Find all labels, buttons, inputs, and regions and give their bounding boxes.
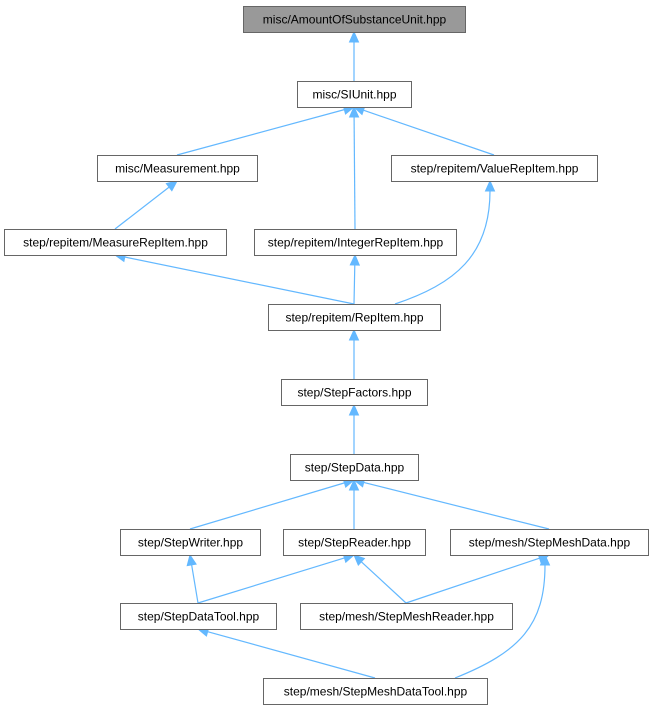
edge-line: [176, 109, 345, 156]
node-stepmeshreader[interactable]: step/mesh/StepMeshReader.hpp: [300, 603, 513, 630]
node-label: step/mesh/StepMeshReader.hpp: [319, 610, 494, 624]
arrowhead-icon: [539, 553, 551, 566]
node-label: step/repitem/RepItem.hpp: [285, 311, 423, 325]
node-stepmeshdatatool[interactable]: step/mesh/StepMeshDataTool.hpp: [263, 678, 488, 705]
edge-stepmeshreader-to-stepmeshdata: [405, 553, 551, 604]
node-measurement[interactable]: misc/Measurement.hpp: [97, 155, 258, 182]
edge-integerrep-to-siunit: [348, 105, 360, 230]
edge-line: [191, 564, 199, 604]
edge-line: [353, 264, 356, 305]
node-label: misc/AmountOfSubstanceUnit.hpp: [263, 13, 447, 27]
edge-repitem-to-integerrep: [349, 253, 361, 305]
edge-stepreader-to-stepdata: [348, 478, 360, 529]
node-stepreader[interactable]: step/StepReader.hpp: [283, 529, 426, 556]
node-measurerep[interactable]: step/repitem/MeasureRepItem.hpp: [4, 229, 227, 256]
node-label: step/StepReader.hpp: [298, 536, 411, 550]
node-box: [283, 529, 426, 556]
node-label: step/repitem/MeasureRepItem.hpp: [23, 236, 208, 250]
edge-line: [405, 557, 540, 604]
node-label: step/mesh/StepMeshData.hpp: [469, 536, 631, 550]
node-siunit[interactable]: misc/SIUnit.hpp: [297, 81, 412, 108]
arrowhead-icon: [348, 403, 360, 416]
edge-line: [363, 109, 495, 156]
node-box: [4, 229, 227, 256]
node-box: [290, 454, 419, 481]
node-label: step/StepDataTool.hpp: [138, 610, 260, 624]
edge-stepmeshdata-to-stepdata: [352, 477, 550, 530]
node-label: misc/Measurement.hpp: [115, 162, 240, 176]
node-integerrep[interactable]: step/repitem/IntegerRepItem.hpp: [254, 229, 457, 256]
node-box: [120, 603, 277, 630]
node-label: step/repitem/ValueRepItem.hpp: [411, 162, 579, 176]
edge-stepwriter-to-stepdata: [189, 477, 356, 530]
edge-stepdatatool-to-stepwriter: [186, 553, 199, 604]
node-label: step/mesh/StepMeshDataTool.hpp: [284, 685, 468, 699]
node-box: [243, 6, 466, 33]
node-box: [300, 603, 513, 630]
node-amount[interactable]: misc/AmountOfSubstanceUnit.hpp: [243, 6, 466, 33]
arrowhead-icon: [348, 328, 360, 341]
edge-line: [124, 256, 355, 305]
node-stepdata[interactable]: step/StepData.hpp: [290, 454, 419, 481]
arrowhead-icon: [165, 180, 178, 192]
edge-line: [189, 482, 345, 530]
node-box: [120, 529, 261, 556]
edge-measurerep-to-measurement: [114, 180, 178, 230]
node-box: [281, 379, 428, 406]
edge-line: [394, 190, 491, 305]
edge-line: [207, 631, 376, 679]
nodes-layer: misc/AmountOfSubstanceUnit.hpp misc/SIUni…: [4, 6, 649, 705]
node-box: [297, 81, 412, 108]
edges-layer: [113, 30, 551, 679]
node-label: step/StepWriter.hpp: [138, 536, 243, 550]
node-stepmeshdata[interactable]: step/mesh/StepMeshData.hpp: [450, 529, 649, 556]
edge-line: [197, 557, 345, 604]
edge-repitem-to-measurerep: [113, 251, 355, 305]
node-box: [263, 678, 488, 705]
edge-stepmeshdatatool-to-stepdatatool: [196, 626, 376, 679]
node-box: [254, 229, 457, 256]
node-repitem[interactable]: step/repitem/RepItem.hpp: [268, 304, 441, 331]
arrowhead-icon: [353, 554, 366, 566]
arrowhead-icon: [186, 553, 197, 567]
arrowhead-icon: [348, 478, 360, 491]
node-stepfactors[interactable]: step/StepFactors.hpp: [281, 379, 428, 406]
edge-line: [114, 186, 170, 230]
edge-line: [363, 481, 550, 530]
edge-valuerep-to-siunit: [352, 105, 495, 156]
node-label: step/repitem/IntegerRepItem.hpp: [268, 236, 444, 250]
arrowhead-icon: [349, 253, 361, 266]
node-stepwriter[interactable]: step/StepWriter.hpp: [120, 529, 261, 556]
node-label: step/StepFactors.hpp: [297, 386, 411, 400]
edge-line: [353, 116, 356, 230]
arrowhead-icon: [348, 30, 360, 43]
edge-measurement-to-siunit: [176, 104, 356, 156]
edge-line: [454, 564, 546, 679]
node-box: [268, 304, 441, 331]
arrowhead-icon: [348, 105, 360, 118]
node-valuerep[interactable]: step/repitem/ValueRepItem.hpp: [391, 155, 598, 182]
edge-siunit-to-amount: [348, 30, 360, 81]
node-box: [391, 155, 598, 182]
edge-stepdatatool-to-stepreader: [197, 553, 356, 604]
node-box: [450, 529, 649, 556]
edge-stepmeshdatatool-to-stepmeshdata: [454, 553, 551, 679]
node-label: misc/SIUnit.hpp: [312, 88, 396, 102]
edge-stepmeshreader-to-stepreader: [353, 554, 407, 604]
arrowhead-icon: [484, 179, 496, 192]
node-label: step/StepData.hpp: [305, 461, 405, 475]
edge-stepdata-to-stepfactors: [348, 403, 360, 454]
edge-repitem-to-valuerep: [394, 179, 496, 305]
edge-stepfactors-to-repitem: [348, 328, 360, 379]
edge-line: [360, 561, 407, 604]
node-stepdatatool[interactable]: step/StepDataTool.hpp: [120, 603, 277, 630]
node-box: [97, 155, 258, 182]
